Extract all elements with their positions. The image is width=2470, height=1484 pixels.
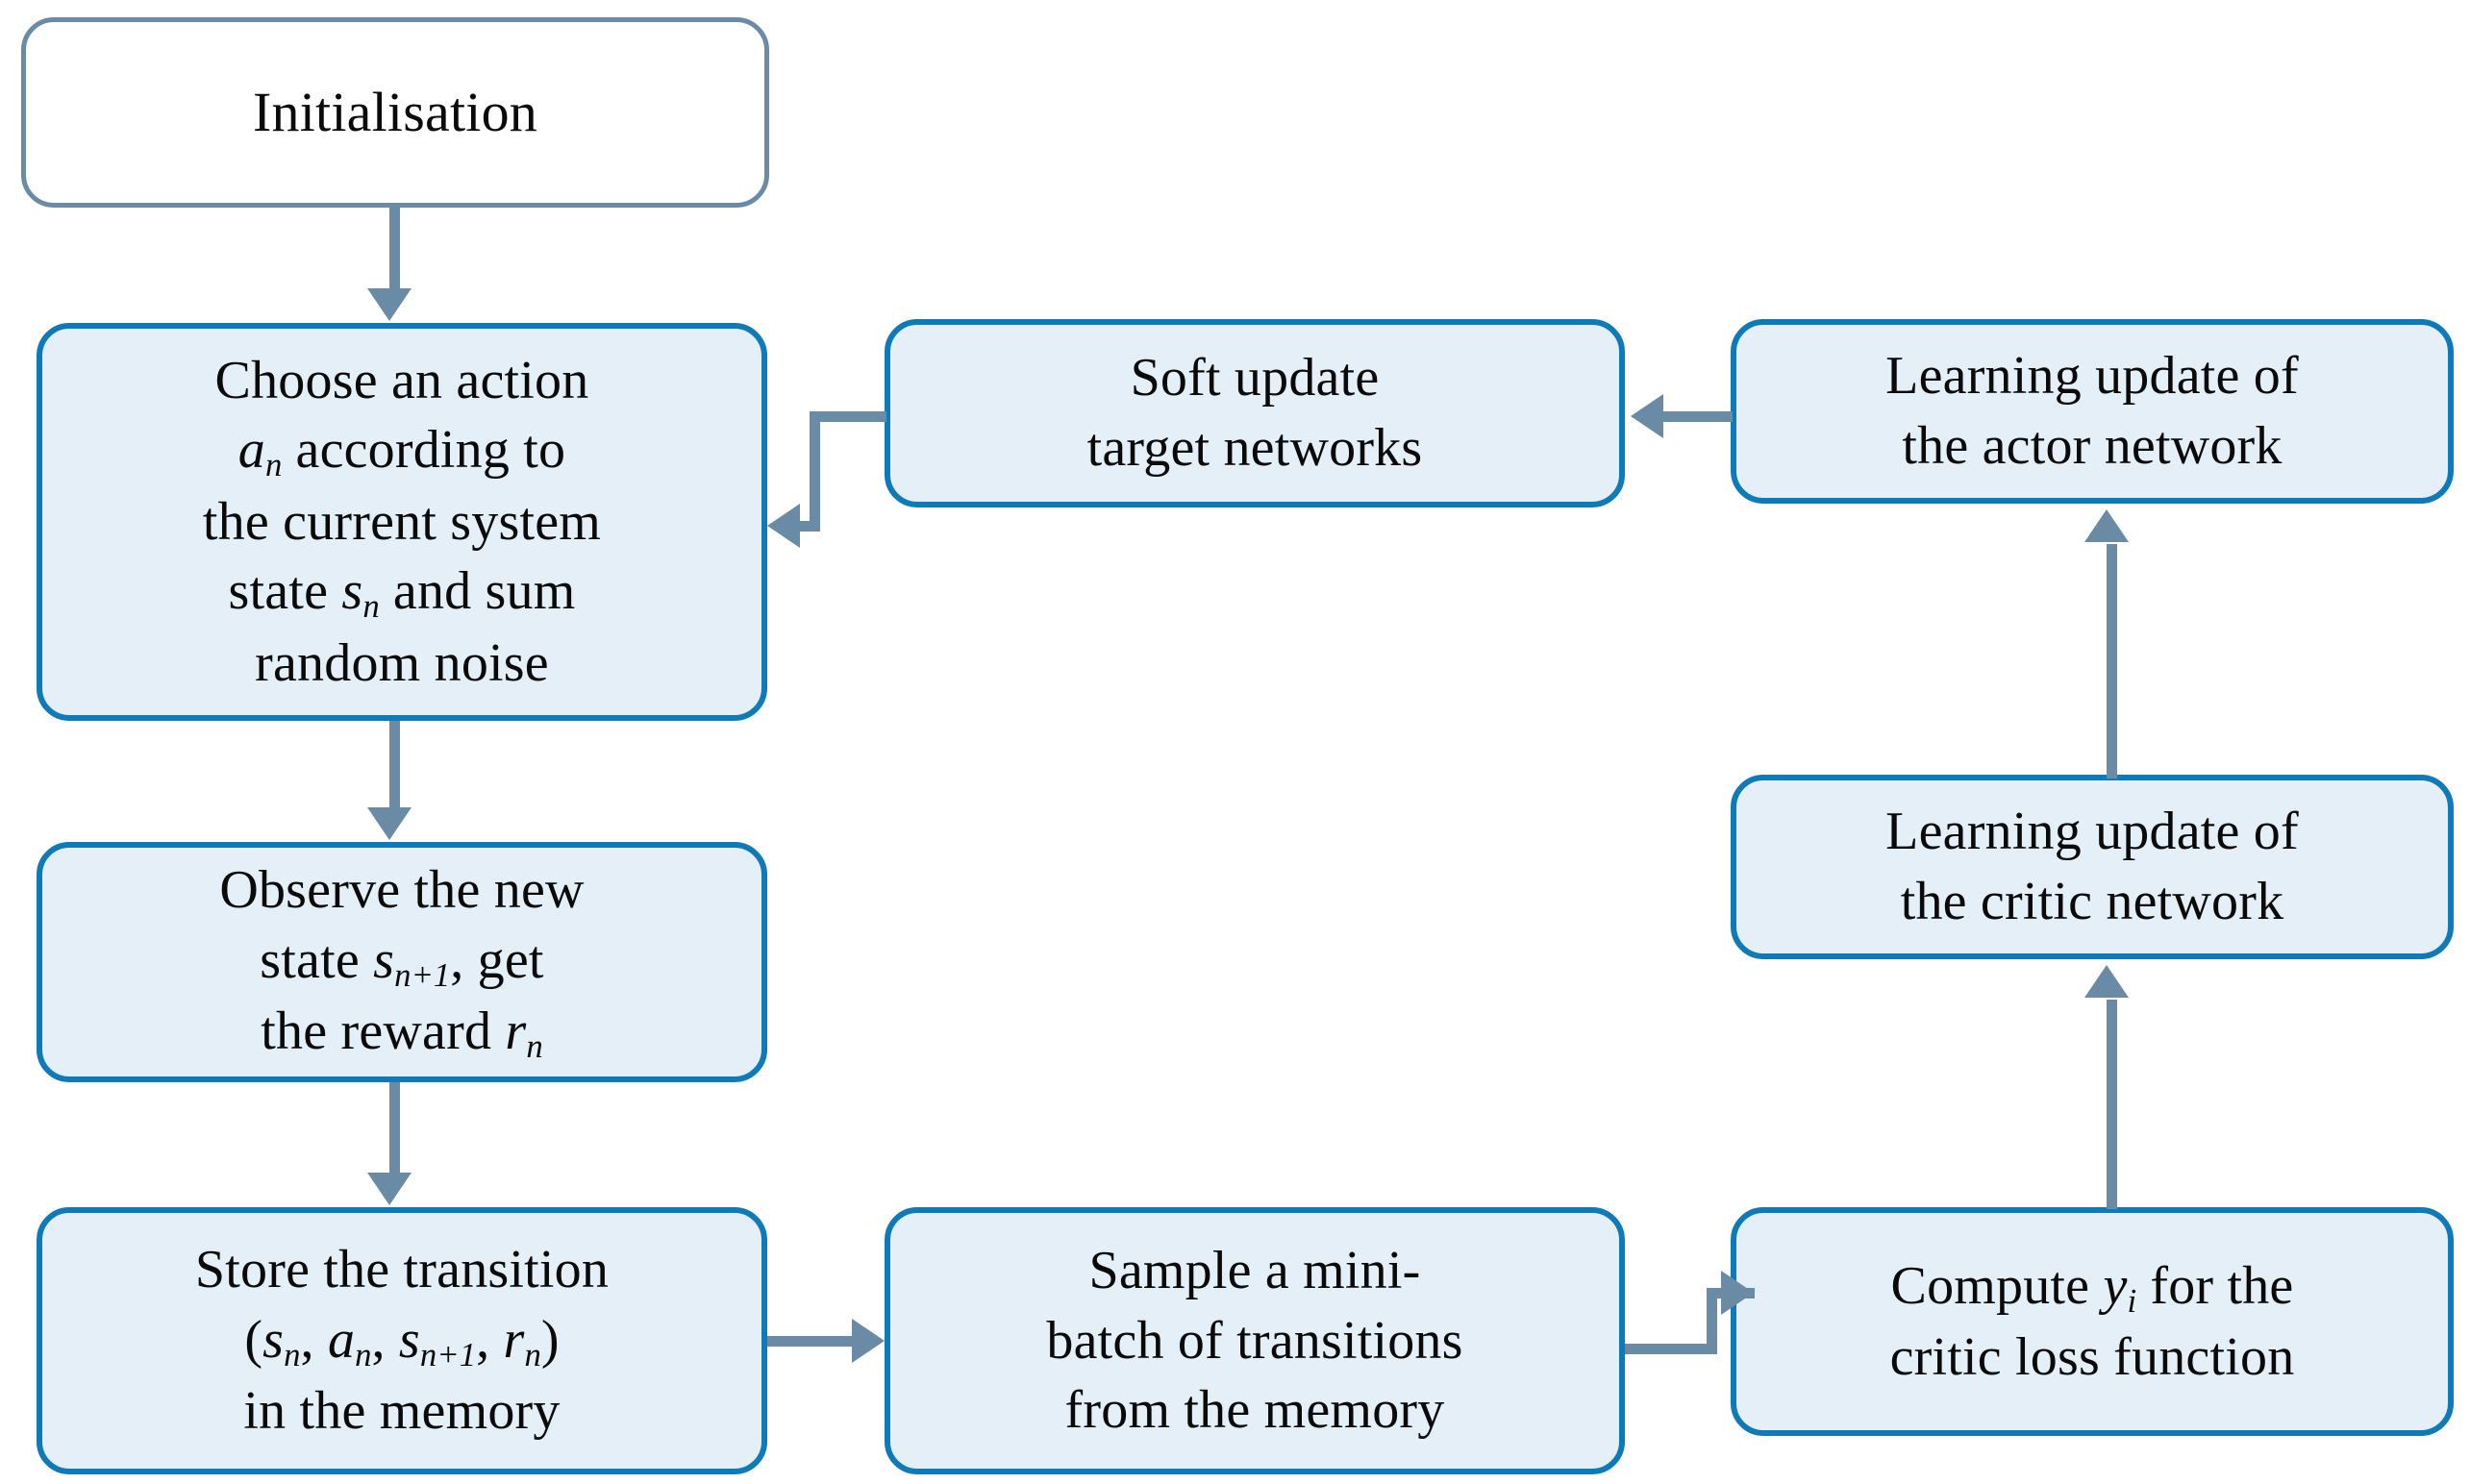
node-compute-y-label: Compute yi for the critic loss function	[1736, 1251, 2448, 1393]
edge-store-to-sample-arrowhead	[852, 1319, 885, 1363]
edge-critic-to-actor-arrowhead	[2084, 509, 2129, 542]
edge-observe-to-store-line	[389, 1082, 400, 1175]
compute-line-1-post: for the	[2136, 1255, 2294, 1316]
edge-choose-action-to-observe-arrowhead	[367, 807, 412, 840]
observe-sub-n2: n	[526, 1027, 543, 1066]
edge-actor-to-soft-line	[1663, 411, 1733, 422]
choose-action-line-4-post: and sum	[379, 561, 576, 622]
node-store-transition[interactable]: Store the transition (sn, an, sn+1, rn) …	[37, 1207, 767, 1474]
actor-line-1: Learning update of	[1885, 346, 2299, 407]
store-line-1: Store the transition	[194, 1240, 610, 1300]
soft-line-1: Soft update	[1130, 348, 1380, 408]
node-sample-minibatch-label: Sample a mini- batch of transitions from…	[890, 1236, 1619, 1446]
choose-action-var-s: s	[341, 561, 363, 622]
node-observe-state[interactable]: Observe the new state sn+1, get the rewa…	[37, 842, 767, 1082]
compute-line-2: critic loss function	[1889, 1326, 2295, 1387]
edge-initialisation-to-choose-action-line	[389, 208, 400, 292]
observe-line-2-pre: state	[260, 930, 374, 991]
edge-soft-to-choose-seg-h1	[810, 411, 886, 422]
edge-observe-to-store-arrowhead	[367, 1173, 412, 1205]
store-sub-s2: n+1	[419, 1335, 477, 1373]
store-paren-open: (	[244, 1309, 263, 1370]
node-sample-minibatch[interactable]: Sample a mini- batch of transitions from…	[885, 1207, 1625, 1474]
node-initialisation-label: Initialisation	[253, 81, 537, 144]
observe-line-2-post: , get	[450, 930, 544, 991]
compute-line-1-pre: Compute	[1890, 1255, 2104, 1316]
edge-critic-to-actor-line	[2107, 544, 2117, 779]
edge-soft-to-choose-seg-h2	[800, 521, 819, 532]
node-soft-update-label: Soft update target networks	[890, 343, 1619, 483]
store-sub-s1: n	[284, 1335, 301, 1373]
edge-sample-to-compute-arrowhead	[1721, 1271, 1754, 1315]
actor-line-2: the actor network	[1902, 416, 2283, 476]
choose-action-sub-n: n	[264, 446, 283, 484]
edge-sample-to-compute-seg-h1	[1625, 1344, 1717, 1354]
store-paren-close: )	[540, 1309, 560, 1370]
choose-action-var-a: a	[237, 420, 265, 481]
edge-actor-to-soft-arrowhead	[1631, 394, 1663, 438]
store-var-s2: s	[398, 1309, 420, 1370]
store-var-a: a	[327, 1309, 356, 1370]
edge-sample-to-compute-seg-v	[1707, 1288, 1717, 1354]
observe-line-1: Observe the new	[219, 860, 585, 921]
critic-line-2: the critic network	[1900, 872, 2284, 931]
choose-action-line-3: the current system	[202, 491, 602, 552]
node-actor-update[interactable]: Learning update of the actor network	[1731, 319, 2454, 504]
observe-line-3-pre: the reward	[261, 1002, 506, 1062]
observe-var-s: s	[373, 930, 395, 991]
sample-line-3: from the memory	[1064, 1380, 1445, 1441]
node-initialisation[interactable]: Initialisation	[21, 17, 769, 208]
edge-store-to-sample-line	[767, 1336, 854, 1347]
edge-choose-action-to-observe-line	[389, 721, 400, 809]
store-sub-a: n	[355, 1335, 372, 1373]
node-critic-update[interactable]: Learning update of the critic network	[1731, 775, 2454, 959]
observe-var-r: r	[505, 1002, 527, 1062]
choose-action-line-5: random noise	[255, 632, 549, 693]
node-store-transition-label: Store the transition (sn, an, sn+1, rn) …	[42, 1235, 761, 1447]
node-observe-state-label: Observe the new state sn+1, get the rewa…	[42, 855, 761, 1068]
node-choose-action-label: Choose an action an according to the cur…	[42, 346, 761, 699]
sample-line-2: batch of transitions	[1046, 1310, 1463, 1371]
critic-line-1: Learning update of	[1885, 802, 2299, 862]
soft-line-2: target networks	[1086, 418, 1423, 478]
store-sep-3: ,	[476, 1309, 504, 1370]
store-sep-2: ,	[371, 1309, 399, 1370]
edge-compute-to-critic-arrowhead	[2084, 965, 2129, 998]
compute-var-y: y	[2103, 1255, 2128, 1316]
edge-compute-to-critic-line	[2107, 1000, 2117, 1209]
choose-action-line-1: Choose an action	[214, 350, 589, 410]
edge-soft-to-choose-seg-v	[810, 411, 820, 532]
store-var-s1: s	[262, 1309, 285, 1370]
node-actor-update-label: Learning update of the actor network	[1736, 341, 2448, 482]
store-var-r: r	[503, 1309, 525, 1370]
choose-action-sub-n2: n	[362, 587, 380, 626]
edge-soft-to-choose-arrowhead	[767, 504, 800, 548]
observe-sub-n1: n+1	[394, 956, 451, 995]
node-choose-action[interactable]: Choose an action an according to the cur…	[37, 323, 767, 721]
compute-sub-i: i	[2127, 1281, 2137, 1320]
store-sub-r: n	[524, 1335, 541, 1373]
sample-line-1: Sample a mini-	[1088, 1240, 1421, 1300]
choose-action-line-2-post: according to	[282, 420, 566, 481]
node-critic-update-label: Learning update of the critic network	[1736, 797, 2448, 937]
store-sep-1: ,	[300, 1309, 328, 1370]
node-compute-y[interactable]: Compute yi for the critic loss function	[1731, 1207, 2454, 1436]
node-soft-update[interactable]: Soft update target networks	[885, 319, 1625, 507]
choose-action-line-4-pre: state	[228, 561, 342, 622]
store-line-3: in the memory	[243, 1381, 561, 1442]
edge-initialisation-to-choose-action-arrowhead	[367, 288, 412, 321]
